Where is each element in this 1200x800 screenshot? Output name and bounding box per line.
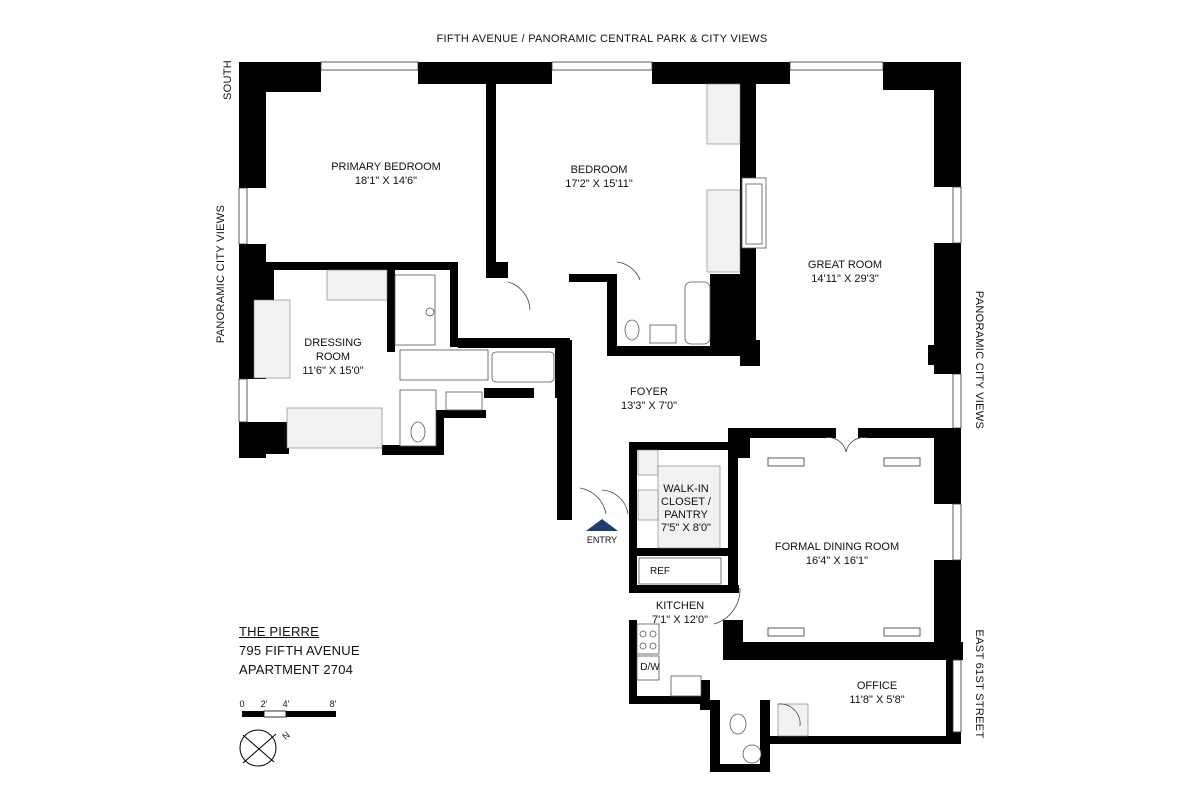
dressing-room-name-2: ROOM xyxy=(316,351,350,363)
building-name: THE PIERRE xyxy=(239,624,320,639)
windows xyxy=(238,61,962,733)
dressing-room-dims: 11'6" X 15'0" xyxy=(302,365,363,377)
north-street-label: FIFTH AVENUE / PANORAMIC CENTRAL PARK & … xyxy=(437,33,768,45)
walk-in-dims: 7'5" X 8'0" xyxy=(661,522,711,534)
bedroom-name: BEDROOM xyxy=(571,164,628,176)
great-room-name: GREAT ROOM xyxy=(808,259,882,271)
dining-room-dims: 16'4" X 16'1" xyxy=(806,555,868,567)
foyer-name: FOYER xyxy=(630,386,668,398)
bedroom-dims: 17'2" X 15'11" xyxy=(565,178,633,190)
west-views-label: PANORAMIC CITY VIEWS xyxy=(215,205,227,343)
primary-bedroom-dims: 18'1" X 14'6" xyxy=(355,175,417,187)
fixtures xyxy=(253,83,869,764)
walk-in-name-3: PANTRY xyxy=(664,509,708,521)
foyer-dims: 13'3" X 7'0" xyxy=(621,400,677,412)
dressing-room-name-1: DRESSING xyxy=(304,337,361,349)
east-61st-label: EAST 61ST STREET xyxy=(973,630,985,739)
entry-arrow-icon xyxy=(586,519,618,531)
south-label: SOUTH xyxy=(222,60,234,100)
scale-tick-4: 4' xyxy=(283,699,290,709)
walk-in-name-2: CLOSET / xyxy=(661,496,712,508)
east-views-label: PANORAMIC CITY VIEWS xyxy=(973,291,985,429)
scale-tick-8: 8' xyxy=(330,699,337,709)
scale-tick-2: 2' xyxy=(261,699,268,709)
great-room-dims: 14'11" X 29'3" xyxy=(811,273,879,285)
scale-bar: 0 2' 4' 8' xyxy=(239,699,337,718)
ref-label: REF xyxy=(650,566,670,577)
office-dims: 11'8" X 5'8" xyxy=(849,694,904,706)
walls xyxy=(239,62,963,772)
building-address: 795 FIFTH AVENUE xyxy=(239,643,360,658)
office-name: OFFICE xyxy=(857,680,897,692)
entry-label: ENTRY xyxy=(587,535,617,545)
dining-room-name: FORMAL DINING ROOM xyxy=(775,541,899,553)
compass-icon: N xyxy=(239,729,292,767)
dw-label: D/W xyxy=(640,662,660,673)
walk-in-name-1: WALK-IN xyxy=(663,483,708,495)
kitchen-dims: 7'1" X 12'0" xyxy=(652,614,708,626)
north-label: N xyxy=(280,730,291,742)
apartment-number: APARTMENT 2704 xyxy=(239,662,354,677)
kitchen-name: KITCHEN xyxy=(656,600,704,612)
scale-tick-0: 0 xyxy=(239,699,244,709)
primary-bedroom-name: PRIMARY BEDROOM xyxy=(331,161,441,173)
